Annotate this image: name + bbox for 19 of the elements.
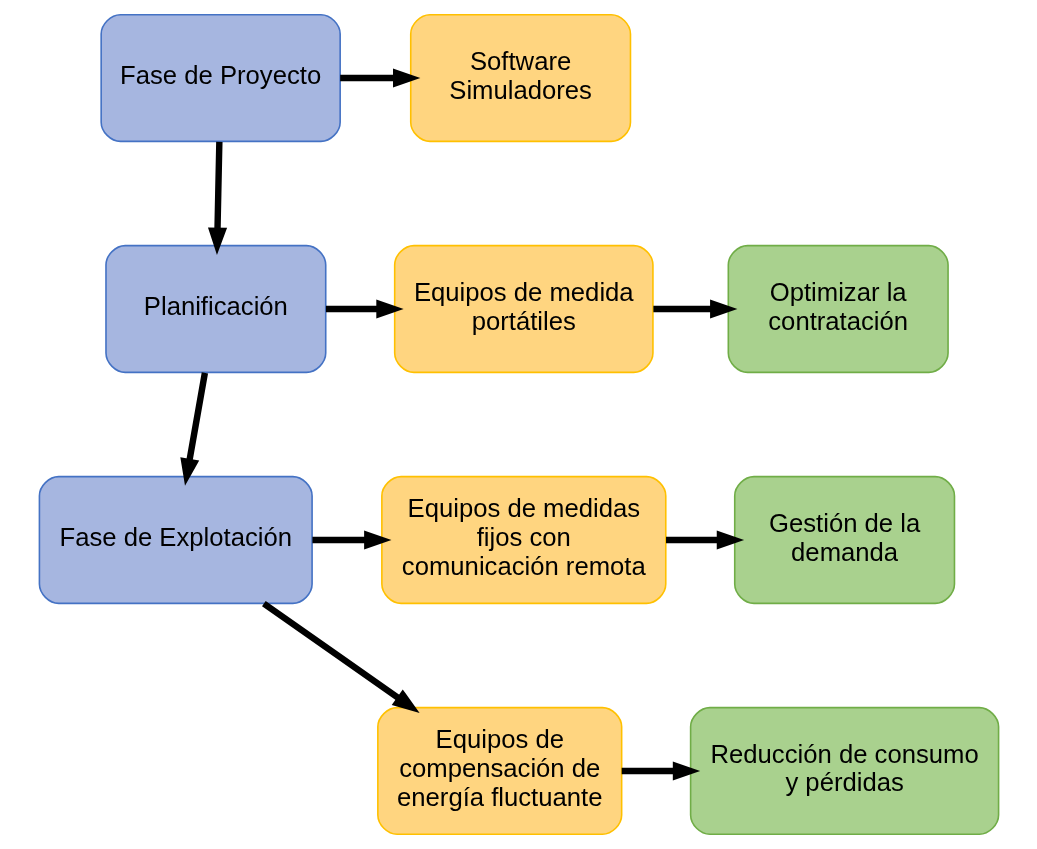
node-box: Reducción de consumo y pérdidas — [689, 706, 999, 836]
arrow — [261, 600, 420, 713]
arrow — [179, 372, 208, 486]
node-box: Fase de Proyecto — [99, 13, 341, 143]
node-box: Gestión de la demanda — [733, 475, 955, 605]
node-box: Planificación — [104, 244, 327, 374]
node-box: Equipos de medida portátiles — [393, 244, 654, 374]
arrow — [311, 530, 391, 550]
arrow — [207, 141, 227, 255]
arrow — [621, 761, 700, 781]
arrow — [665, 530, 744, 550]
node-box: Equipos de compensación de energía fluctuante — [376, 706, 622, 836]
node-box: Fase de Explotación — [38, 475, 313, 605]
arrow — [652, 299, 737, 319]
arrow — [325, 299, 404, 319]
node-box: Software Simuladores — [409, 13, 631, 143]
node-box: Optimizar la contratación — [727, 244, 949, 374]
node-box: Equipos de medidas fijos con comunicación remota — [380, 475, 667, 605]
arrow — [339, 68, 420, 88]
